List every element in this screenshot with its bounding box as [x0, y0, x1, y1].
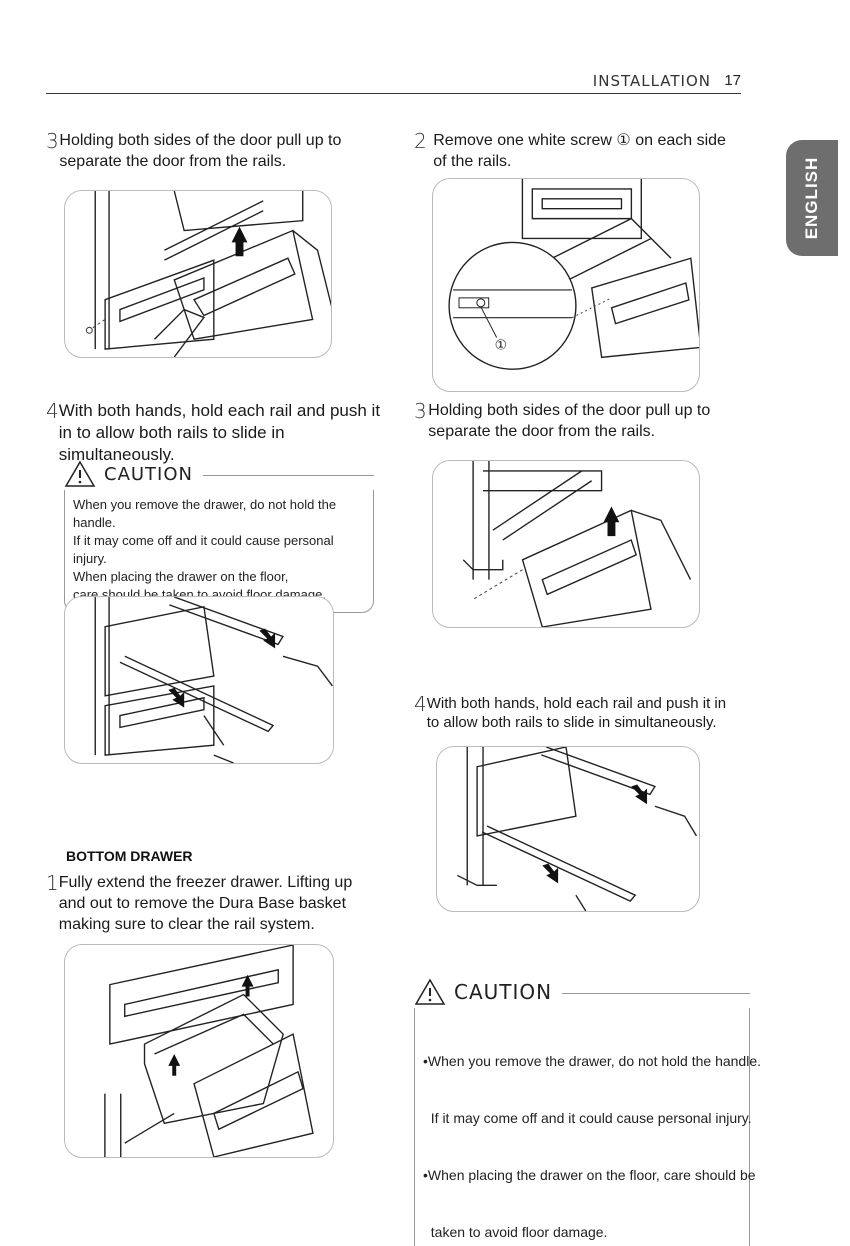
step-number: 1	[46, 871, 59, 895]
drawer-pullup-illustration	[64, 190, 332, 358]
right-step-2: 2 Remove one white screw ① on each side …	[414, 130, 734, 172]
warning-triangle-icon	[64, 460, 96, 487]
step-number: 3	[46, 129, 59, 153]
caution-text: When you remove the drawer, do not hold …	[64, 490, 374, 613]
caution-header: CAUTION	[64, 458, 374, 490]
step-text: Remove one white screw ① on each side of…	[433, 132, 726, 170]
rail-push-drawing	[94, 597, 333, 763]
right-rail-push-drawing	[457, 747, 698, 911]
left-step-4: 4 With both hands, hold each rail and pu…	[46, 400, 386, 466]
caution-line-4: taken to avoid floor damage.	[423, 1224, 608, 1240]
right-step-4: 4 With both hands, hold each rail and pu…	[414, 694, 734, 732]
step-number: 3	[414, 399, 427, 423]
screw-callout: ①	[495, 337, 507, 353]
step-text: With both hands, hold each rail and push…	[58, 401, 381, 464]
drawer-pullup-drawing	[85, 191, 331, 357]
step-text: Holding both sides of the door pull up t…	[428, 402, 711, 440]
right-rail-push-illustration	[436, 746, 700, 912]
warning-triangle-icon	[414, 978, 446, 1005]
caution-line-1: •When you remove the drawer, do not hold…	[423, 1053, 762, 1069]
basket-removal-illustration	[64, 944, 334, 1158]
caution-line-2: If it may come off and it could cause pe…	[423, 1110, 752, 1126]
step-number: 2	[414, 129, 427, 153]
caution-line-1: When you remove the drawer, do not hold …	[73, 497, 337, 530]
step-text: With both hands, hold each rail and push…	[426, 695, 727, 731]
language-label: ENGLISH	[802, 156, 821, 240]
right-door-pullup-drawing	[462, 461, 692, 627]
page-header: INSTALLATION 17	[46, 72, 741, 94]
bottom-drawer-heading: BOTTOM DRAWER	[66, 848, 193, 864]
left-caution-box: CAUTION When you remove the drawer, do n…	[64, 458, 374, 613]
step-text: Fully extend the freezer drawer. Lifting…	[58, 874, 353, 933]
caution-line-3: When placing the drawer on the floor,	[73, 569, 289, 584]
step-number: 4	[414, 692, 427, 716]
caution-line-2: If it may come off and it could cause pe…	[73, 533, 334, 566]
page-number: 17	[724, 72, 741, 89]
white-screw-drawing: ①	[448, 179, 699, 370]
caution-header: CAUTION	[414, 976, 750, 1008]
caution-title: CAUTION	[454, 980, 553, 1004]
right-door-pullup-illustration	[432, 460, 700, 628]
caution-text: •When you remove the drawer, do not hold…	[414, 1008, 762, 1246]
white-screw-illustration: ①	[432, 178, 700, 392]
left-step-3: 3 Holding both sides of the door pull up…	[46, 130, 346, 172]
caution-title: CAUTION	[104, 463, 193, 485]
rail-push-illustration	[64, 596, 334, 764]
step-text: Holding both sides of the door pull up t…	[59, 132, 342, 170]
basket-removal-drawing	[104, 945, 314, 1157]
caution-rule	[562, 992, 750, 994]
right-caution-box: CAUTION •When you remove the drawer, do …	[414, 976, 762, 1246]
step-number: 4	[46, 399, 59, 423]
section-title: INSTALLATION	[592, 72, 711, 90]
caution-rule	[203, 474, 374, 476]
bottom-drawer-step-1: 1 Fully extend the freezer drawer. Lifti…	[46, 872, 366, 935]
right-step-3: 3 Holding both sides of the door pull up…	[414, 400, 734, 442]
caution-line-3: •When placing the drawer on the floor, c…	[423, 1167, 756, 1183]
language-tab: ENGLISH	[786, 140, 838, 256]
